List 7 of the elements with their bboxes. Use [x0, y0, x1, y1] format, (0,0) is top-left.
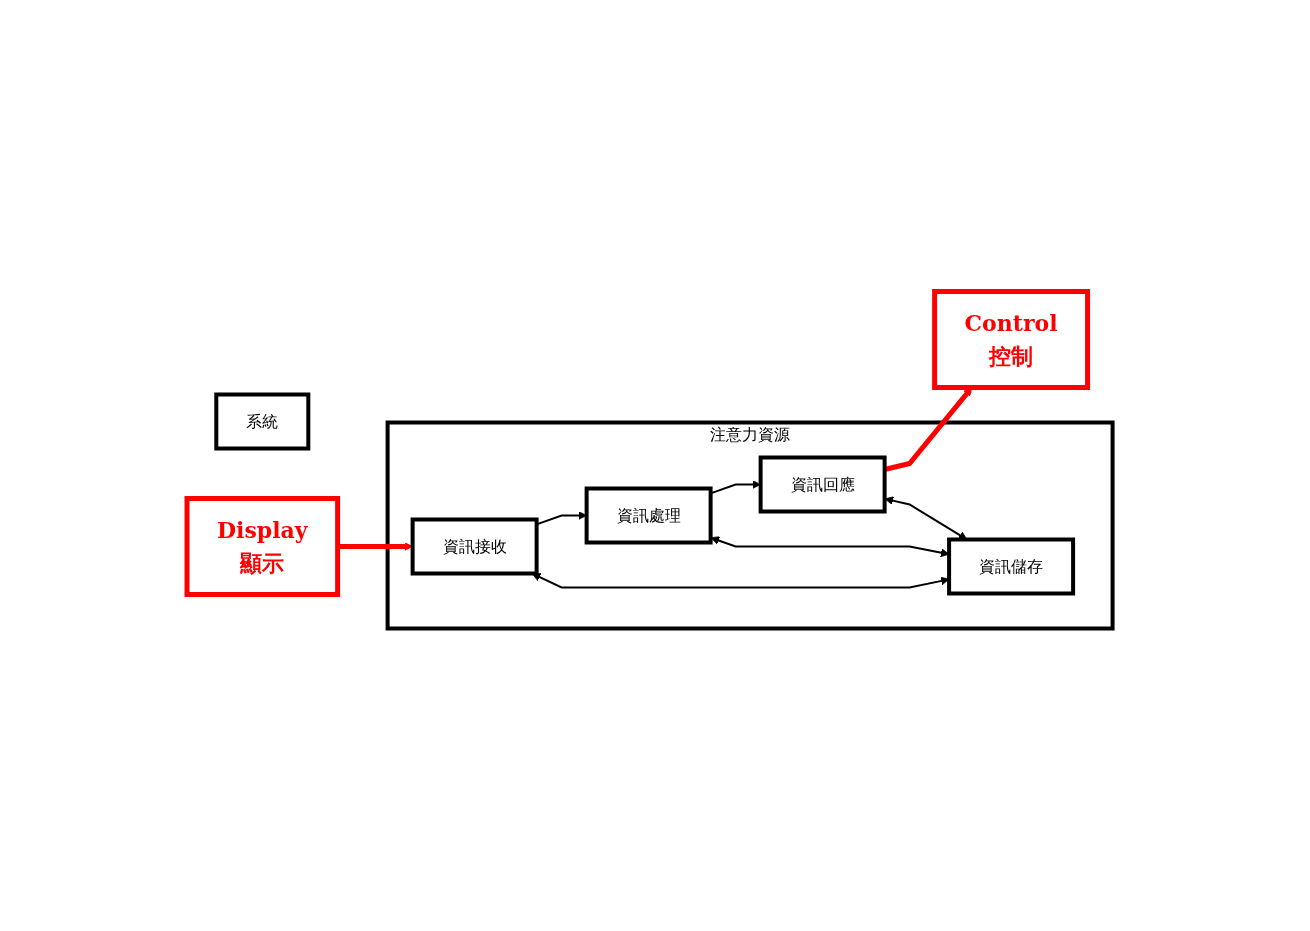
node-box: 系統	[214, 392, 311, 451]
node-box: Control 控制	[932, 289, 1091, 390]
node-box: Display 顯示	[184, 496, 341, 597]
node-box: 資訊回應	[758, 455, 887, 514]
node-box: 資訊處理	[584, 486, 713, 545]
node-box: 資訊儲存	[947, 537, 1076, 596]
node-box: 資訊接收	[410, 517, 539, 576]
